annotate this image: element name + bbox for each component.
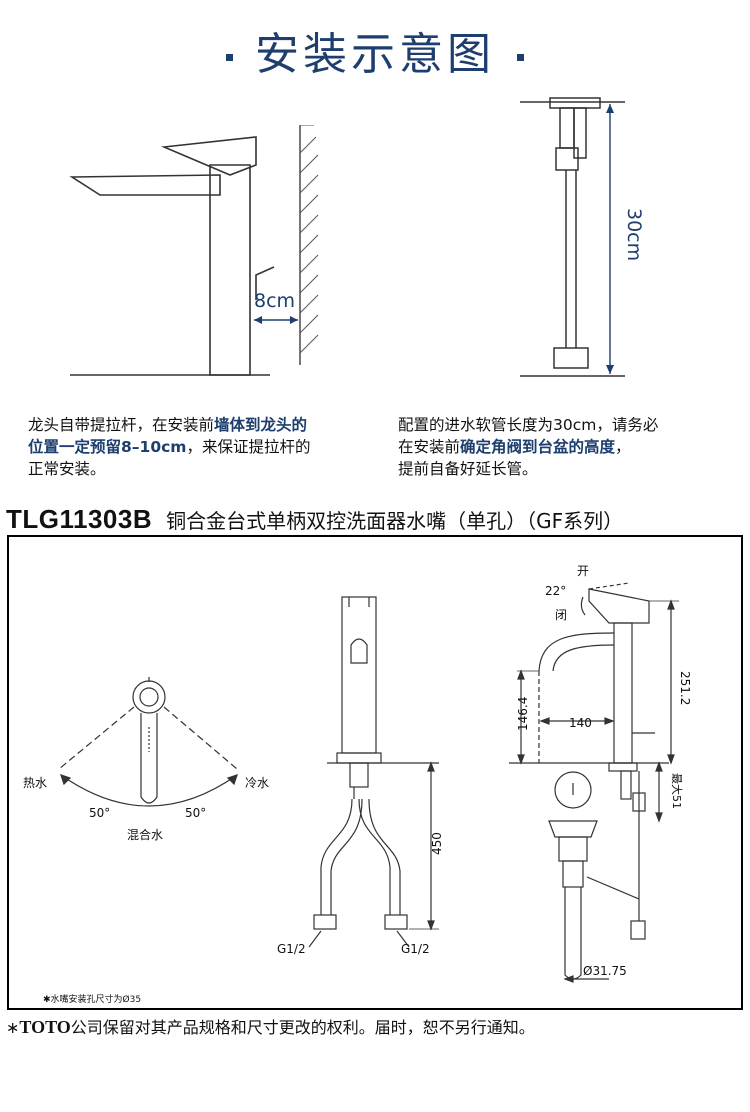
- front-view-outlet: [350, 638, 368, 664]
- dim-450-arrows: [427, 761, 435, 931]
- note-text: 正常安装。: [28, 460, 106, 478]
- footer-disclaimer: ∗TOTO公司保留对其产品规格和尺寸更改的权利。届时，恕不另行通知。: [6, 1014, 535, 1038]
- lever-open-line: [588, 582, 630, 590]
- note-highlight: 墙体到龙头的: [214, 416, 308, 434]
- thread-left-leader: [308, 930, 322, 948]
- popup-rod-shape: [255, 266, 275, 300]
- side-view-base: [608, 762, 638, 772]
- faucet-wall-diagram: 8cm: [69, 125, 319, 376]
- lever-angle-label: 22°: [545, 584, 566, 598]
- brand-name: TOTO: [19, 1017, 71, 1037]
- hose-left-a: [320, 798, 353, 915]
- top-view-base-circle: [132, 680, 166, 714]
- dim-140-arrows: [539, 717, 615, 725]
- note-highlight: 位置一定预留8–10cm: [28, 438, 187, 456]
- angle-right-label: 50°: [185, 806, 206, 820]
- faucet-handle-shape: [160, 136, 257, 176]
- lever-angle-arc: [580, 596, 586, 616]
- hose-right-b: [368, 798, 401, 915]
- hose-end-fitting-shape: [553, 347, 589, 369]
- shank-shape-right: [573, 107, 587, 159]
- top-view-handle: [140, 713, 158, 804]
- top-view-inner-circle: [139, 687, 159, 707]
- dim-251-arrows: [667, 599, 675, 765]
- hose-left-b: [330, 798, 363, 915]
- hose-diagram: 30cm: [520, 97, 645, 377]
- hose-right-a: [358, 798, 391, 915]
- drain-linkage: [586, 876, 640, 900]
- thread-right-label: G1/2: [401, 942, 430, 956]
- front-view-base: [336, 752, 382, 764]
- spec-drawing-frame: 热水 冷水 50° 50° 混合水 ✱水嘴安装孔尺寸为Ø35 450 G1/2 …: [7, 535, 743, 1010]
- hose-left-nut: [313, 914, 337, 930]
- mounting-nut-shape: [549, 97, 601, 109]
- open-label: 开: [577, 564, 589, 578]
- side-view-spout-outer: [538, 632, 615, 672]
- note-left: 龙头自带提拉杆，在安装前墙体到龙头的 位置一定预留8–10cm，来保证提拉杆的 …: [28, 414, 310, 480]
- close-label: 闭: [555, 608, 567, 622]
- drain-rod-clip: [632, 792, 646, 812]
- front-view-body: [341, 596, 377, 754]
- faucet-body-shape: [209, 164, 251, 376]
- side-view-handle: [588, 588, 650, 624]
- dim-146-arrows: [517, 669, 525, 765]
- dim-diameter-label: Ø31.75: [583, 964, 627, 978]
- side-view-spout-inner: [552, 644, 615, 672]
- product-name: 铜合金台式单柄双控洗面器水嘴（单孔）（GF系列）: [166, 509, 624, 533]
- side-view-shank: [620, 770, 632, 800]
- title-text: 安装示意图: [255, 29, 495, 80]
- hose-right-nut: [384, 914, 408, 930]
- footer-text: 公司保留对其产品规格和尺寸更改的权利。届时，恕不另行通知。: [70, 1018, 535, 1037]
- mix-water-label: 混合水: [127, 827, 163, 842]
- page-title: 安装示意图: [0, 18, 750, 82]
- drain-cap-circle: [554, 771, 592, 809]
- dim-diameter-arrow: [563, 975, 574, 983]
- sweep-arc: [60, 774, 238, 807]
- drain-body: [558, 836, 588, 862]
- front-view-cap: [348, 597, 370, 607]
- drain-rod-end: [630, 920, 646, 940]
- note-highlight: 确定角阀到台盆的高度: [460, 438, 616, 456]
- hot-sweep-line: [58, 706, 135, 770]
- dim-140-label: 140: [569, 716, 592, 730]
- wall-hatch: [299, 125, 319, 365]
- product-code: TLG11303B: [6, 504, 153, 534]
- bullet-dot: [226, 53, 233, 61]
- note-text: ，来保证提拉杆的: [186, 438, 311, 456]
- drain-nut: [562, 860, 584, 888]
- dim-51-label: 最大51: [670, 773, 684, 809]
- cold-sweep-line: [163, 706, 238, 770]
- dim-251-label: 251.2: [678, 671, 692, 705]
- note-text: 在安装前: [398, 438, 461, 456]
- bullet-dot: [517, 53, 524, 61]
- footer-asterisk: ∗: [6, 1018, 20, 1037]
- cold-water-label: 冷水: [245, 776, 269, 790]
- note-text: 配置的进水软管长度为30cm，请务必: [398, 416, 659, 434]
- drain-tailpiece: [564, 887, 582, 980]
- hot-water-label: 热水: [23, 776, 47, 790]
- drain-flange: [548, 820, 598, 838]
- thread-right-leader: [396, 930, 410, 948]
- shank-shape: [559, 107, 575, 149]
- hose-connector-shape: [555, 147, 579, 171]
- note-text: 龙头自带提拉杆，在安装前: [28, 416, 215, 434]
- thread-left-label: G1/2: [277, 942, 306, 956]
- note-text: ，: [615, 438, 631, 456]
- note-text: 提前自备好延长管。: [398, 460, 538, 478]
- sweep-arc-arrows: [60, 774, 238, 786]
- dimension-8cm-label: 8cm: [254, 290, 295, 312]
- spec-drawing: 热水 冷水 50° 50° 混合水 ✱水嘴安装孔尺寸为Ø35 450 G1/2 …: [23, 564, 692, 1005]
- dim-51-arrows: [655, 761, 663, 823]
- hole-size-note: ✱水嘴安装孔尺寸为Ø35: [43, 993, 141, 1005]
- note-right: 配置的进水软管长度为30cm，请务必 在安装前确定角阀到台盆的高度， 提前自备好…: [398, 414, 658, 480]
- front-view-shank: [349, 762, 369, 788]
- faucet-spout-shape: [69, 174, 221, 196]
- dimension-30cm-label: 30cm: [623, 208, 645, 261]
- angle-left-label: 50°: [89, 806, 110, 820]
- dim-450-label: 450: [430, 832, 444, 855]
- dim-146-label: 146.4: [516, 697, 530, 731]
- product-title: TLG11303B 铜合金台式单柄双控洗面器水嘴（单孔）（GF系列）: [6, 504, 623, 535]
- side-view-body: [613, 622, 633, 764]
